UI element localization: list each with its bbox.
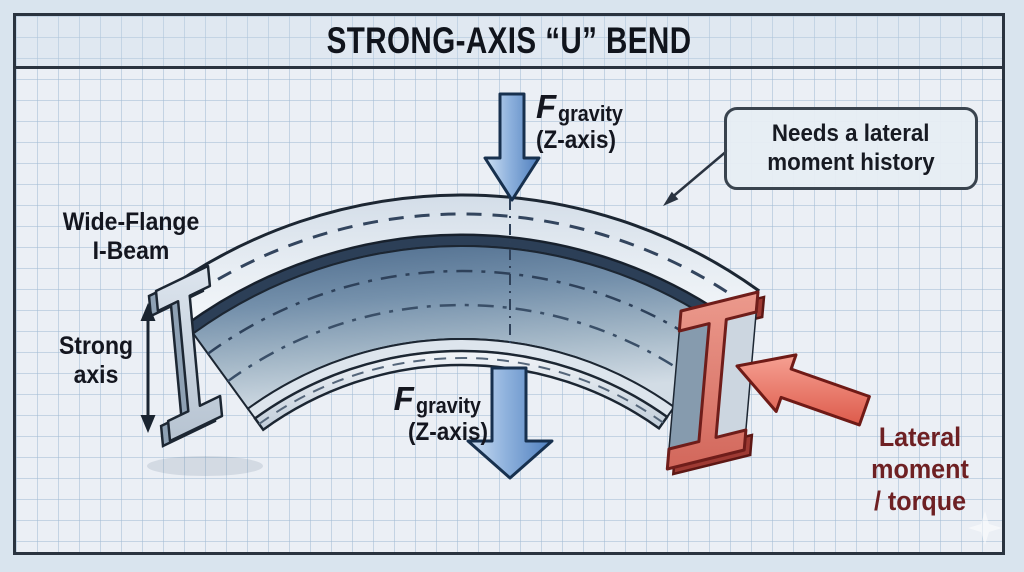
- force-axis: (Z-axis): [536, 126, 617, 154]
- fgravity-bottom-label: F gravity (Z-axis): [368, 382, 488, 446]
- force-symbol: F: [536, 88, 557, 125]
- force-axis: (Z-axis): [407, 418, 488, 446]
- force-symbol: F: [393, 380, 414, 417]
- callout-box: Needs a lateral moment history: [724, 107, 978, 190]
- diagram-frame: STRONG-AXIS “U” BEND: [13, 13, 1005, 555]
- fgravity-top-label: F gravity (Z-axis): [536, 90, 630, 154]
- lateral-moment-label: Lateral moment / torque: [871, 422, 969, 516]
- wide-flange-ibeam-label: Wide-Flange I-Beam: [62, 208, 200, 265]
- strong-axis-label: Strong axis: [58, 332, 134, 389]
- diagram-title: STRONG-AXIS “U” BEND: [326, 20, 692, 61]
- force-subscript: gravity: [558, 101, 624, 126]
- force-subscript: gravity: [415, 393, 481, 418]
- title-bar: STRONG-AXIS “U” BEND: [16, 16, 1002, 69]
